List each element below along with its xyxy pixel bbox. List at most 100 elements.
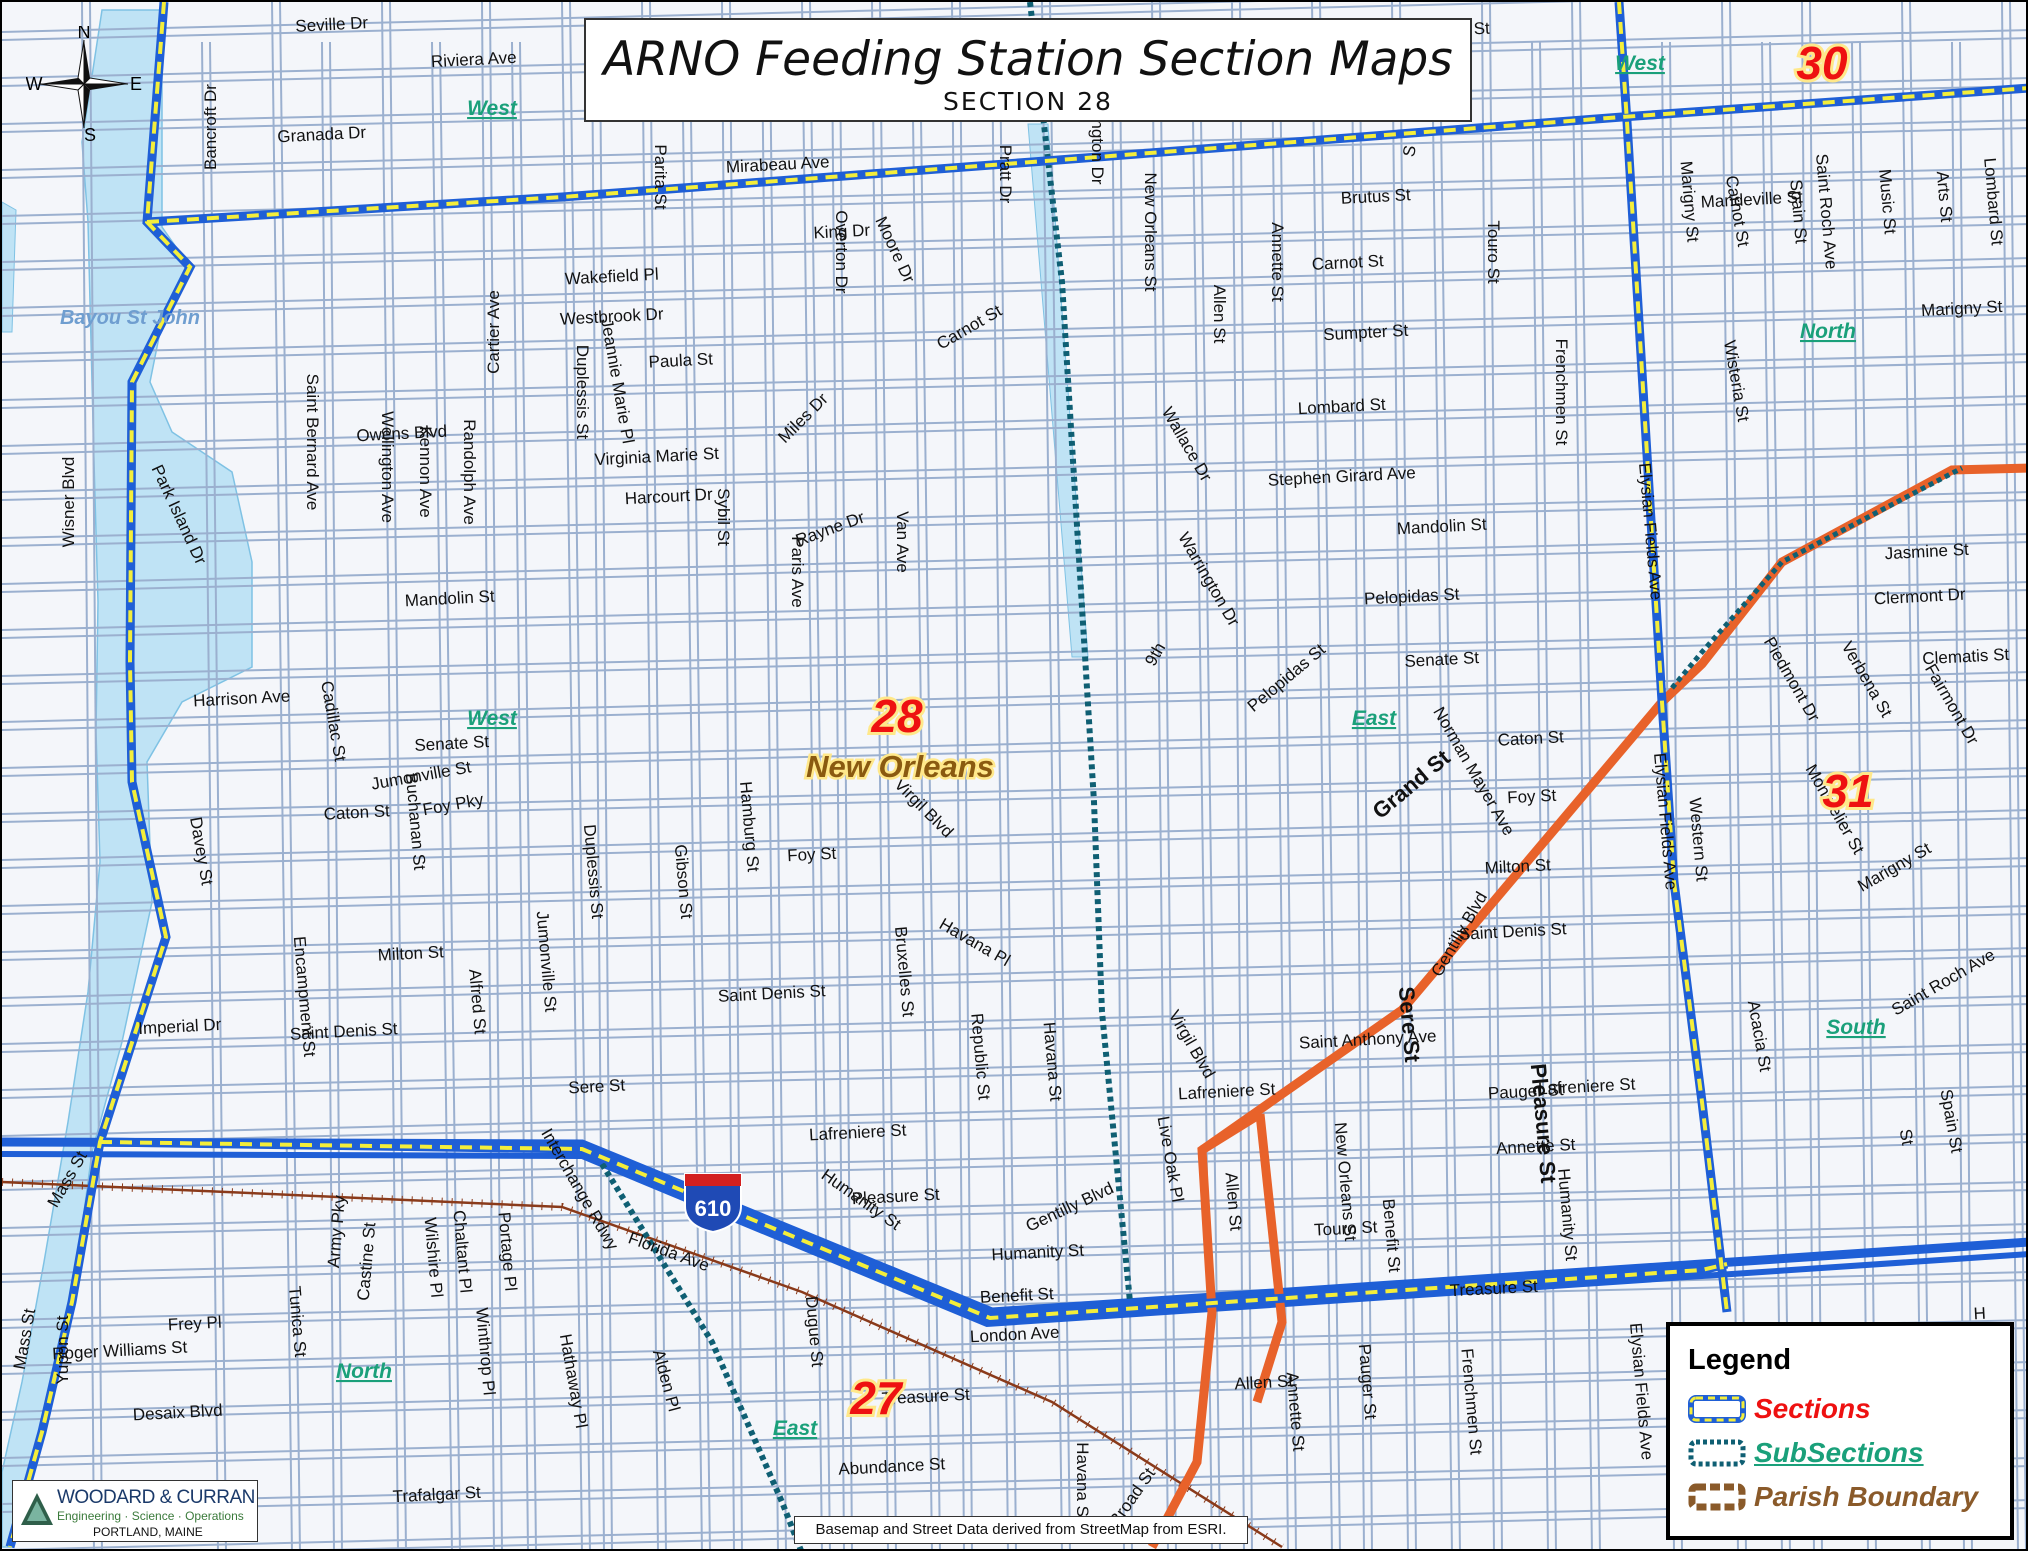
street-segment: [481, 2, 495, 1549]
street-label: Granada Dr: [277, 123, 367, 147]
highway-610-shield: 610: [684, 1173, 742, 1234]
street-label: Owens Blvd: [356, 422, 448, 446]
street-label: Western St: [1685, 797, 1711, 882]
street-label: Pauger St: [1487, 1080, 1564, 1103]
street-label: Duplessis St: [573, 345, 592, 440]
street-label: Duplessis St: [580, 824, 607, 920]
street-label: Wisner Blvd: [59, 457, 78, 548]
street-segment: [2, 451, 2026, 501]
street-label: Allen St: [1234, 1371, 1294, 1393]
street-segment: [1729, 2, 1747, 1549]
street-segment: [1959, 41, 1973, 1549]
street-label: New Orleans St: [1141, 172, 1160, 291]
street-segment: [2, 865, 2026, 915]
street-segment: [569, 2, 591, 1549]
street-label: Senate St: [414, 732, 490, 755]
street-segment: [2, 499, 2026, 547]
street-segment: [1151, 2, 1169, 1549]
street-segment: [1769, 41, 1791, 1549]
street-label: Saint Denis St: [717, 981, 826, 1006]
sections-swatch-icon: [1688, 1395, 1746, 1423]
street-label: Sybil St: [714, 488, 733, 546]
street-label: Marigny St: [1921, 297, 2003, 320]
street-segment: [2, 955, 2026, 1007]
street-segment: [2, 1189, 2026, 1237]
street-segment: [1669, 41, 1683, 1549]
street-segment: [2, 223, 2026, 271]
legend-item-sections: Sections: [1688, 1387, 1992, 1431]
street-segment: [2, 491, 2026, 539]
street-label: Army Pky: [324, 1194, 349, 1269]
compass-south: S: [84, 125, 96, 142]
street-label: Sere St: [568, 1076, 626, 1098]
street-label: Sumpter St: [1323, 321, 1409, 344]
street-segment: [2, 817, 2026, 869]
street-segment: [2, 1271, 2026, 1321]
street-segment: [2, 1181, 2026, 1229]
street-segment: [879, 2, 897, 1549]
street-segment: [2, 313, 2026, 363]
street-label: Humanity St: [1554, 1168, 1581, 1262]
street-segment: [729, 2, 743, 1549]
street-segment: [2, 257, 2026, 309]
street-label: Harrison Ave: [193, 686, 291, 710]
street-label: S: [1399, 144, 1420, 158]
street-segment: [2, 127, 2026, 179]
street-segment: [561, 2, 583, 1549]
street-label: Portage Pl: [495, 1211, 521, 1292]
street-label: Allen St: [1221, 1172, 1245, 1232]
street-segment: [1951, 41, 1965, 1549]
map-title-box: ARNO Feeding Station Section Maps SECTIO…: [584, 18, 1472, 122]
street-label: Saint Roch Ave: [1812, 153, 1841, 270]
street-label: Carnot St: [1311, 251, 1384, 274]
street-segment: [809, 2, 831, 1549]
street-label: Jumonville St: [533, 910, 561, 1013]
legend: Legend Sections SubSections Parish Bound…: [1666, 1322, 2014, 1540]
street-segment: [2, 265, 2026, 317]
street-label: Cartier Ave: [484, 290, 503, 374]
street-label: Live Oak Pl: [1154, 1115, 1188, 1204]
street-segment: [2, 2, 1584, 41]
street-segment: [431, 41, 453, 1549]
street-label: Bancroft Dr: [201, 84, 220, 170]
street-segment: [801, 2, 823, 1549]
street-label: Chaltant Pl: [449, 1209, 475, 1294]
street-label: Frenchmen St: [1552, 339, 1571, 446]
street-label: Kennon Ave: [416, 426, 435, 517]
street-label: Caton St: [323, 801, 390, 823]
street-segment: [1801, 2, 1815, 1549]
street-label: Wilshire Pl: [421, 1217, 447, 1299]
street-label: Foy St: [787, 844, 837, 866]
street-label: Overton Dr: [832, 210, 851, 293]
street-segment: [2, 905, 2026, 953]
canal-west: [2, 201, 17, 333]
street-label: Jasmine St: [1884, 540, 1969, 563]
street-segment: [321, 41, 335, 1549]
legend-item-subsections: SubSections: [1688, 1431, 1992, 1475]
street-label: Mirabeau Ave: [725, 152, 830, 176]
street-label: Hathaway Pl: [556, 1332, 591, 1429]
street-label: Saint Bernard Ave: [303, 374, 322, 511]
street-segment: [2, 305, 2026, 355]
street-segment: [1721, 2, 1739, 1549]
compass-rose: N S W E: [26, 22, 143, 145]
street-segment: [641, 2, 659, 1549]
street-segment: [2, 857, 2026, 907]
street-segment: [2, 589, 2026, 639]
street-label: Republic St: [967, 1012, 994, 1101]
street-label: Carnot St: [1722, 174, 1753, 248]
street-segment: [2, 361, 2026, 409]
street-label: Frey Pl: [167, 1313, 222, 1335]
street-label: Lombard St: [1297, 395, 1386, 419]
street-label: Wellington Ave: [378, 411, 397, 523]
street-label: Caton St: [1497, 727, 1564, 749]
highway-shield-number: 610: [695, 1196, 732, 1221]
street-segment: [951, 2, 965, 1549]
street-segment: [2, 1133, 2026, 1183]
street-segment: [1319, 2, 1341, 1549]
street-label: Senate St: [1404, 648, 1480, 671]
street-label: Winthrop Pl: [472, 1307, 499, 1396]
street-segment: [2, 719, 2026, 769]
